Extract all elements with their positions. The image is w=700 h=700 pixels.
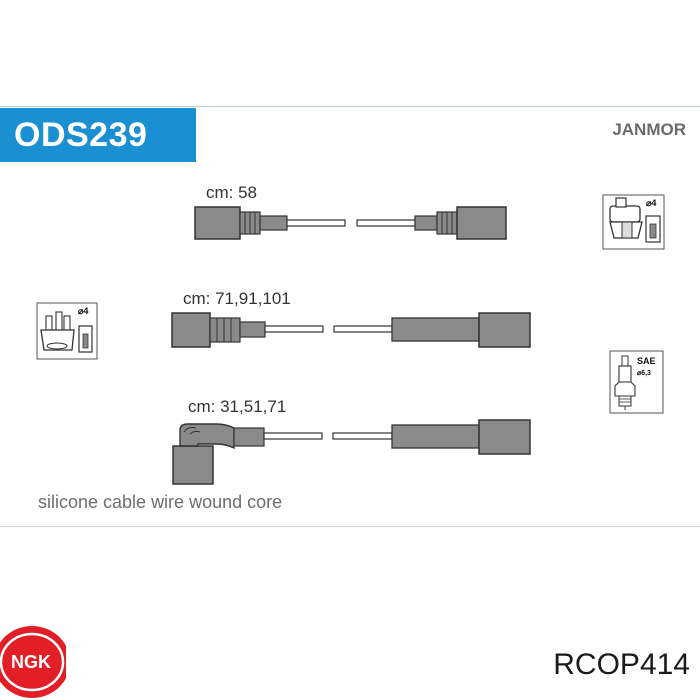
lead-1-length: cm: 58 bbox=[206, 183, 258, 202]
brand-name: JANMOR bbox=[612, 120, 686, 139]
lead-2-cable-right bbox=[333, 325, 393, 333]
lead-2-ferrule-left bbox=[239, 321, 266, 338]
lead-3-elbow bbox=[179, 423, 235, 450]
lead-2-boot-left bbox=[171, 312, 211, 348]
coil-icon-label: ⌀4 bbox=[646, 198, 656, 208]
lead-1-drawing bbox=[194, 206, 507, 240]
ngk-logo-text: NGK bbox=[11, 652, 51, 672]
top-divider bbox=[0, 106, 700, 107]
lead-3-cable-left bbox=[263, 432, 323, 440]
lead-2-length: cm: 71,91,101 bbox=[183, 289, 291, 308]
lead-2-boot-long bbox=[391, 317, 480, 342]
lead-1-boot-left bbox=[194, 206, 241, 240]
lead-3-cable-right bbox=[332, 432, 393, 440]
ignition-coil-icon: ⌀4 bbox=[602, 194, 665, 250]
lead-1-cable-left bbox=[286, 219, 346, 227]
product-code-badge: ODS239 bbox=[0, 108, 196, 162]
bottom-divider bbox=[0, 526, 700, 527]
lead-1-ferrule-left bbox=[259, 215, 288, 231]
lead-1-boot-right bbox=[456, 206, 507, 240]
lead-2-drawing bbox=[171, 312, 531, 348]
ngk-logo: NGK bbox=[0, 626, 66, 698]
spark-plug-type: SAE bbox=[637, 356, 656, 366]
lead-2-ribs-left bbox=[209, 317, 241, 343]
distributor-cap-icon: ⌀4 bbox=[36, 302, 98, 360]
lead-2-boot-right bbox=[478, 312, 531, 348]
distributor-icon-label: ⌀4 bbox=[78, 306, 88, 316]
product-description: silicone cable wire wound core bbox=[38, 492, 283, 512]
lead-1-ferrule-right bbox=[414, 215, 438, 231]
lead-3-boot-right bbox=[478, 419, 531, 455]
lead-3-length: cm: 31,51,71 bbox=[188, 397, 287, 416]
lead-1-cable-right bbox=[356, 219, 416, 227]
lead-3-angled-boot bbox=[172, 445, 214, 485]
spark-plug-icon: SAE ⌀6,3 bbox=[609, 350, 664, 414]
part-number: RCOP414 bbox=[553, 648, 690, 681]
lead-3-sleeve bbox=[233, 427, 265, 447]
spark-plug-size: ⌀6,3 bbox=[637, 370, 651, 377]
lead-3-boot-long bbox=[391, 424, 480, 449]
lead-2-cable-left bbox=[264, 325, 324, 333]
lead-3-drawing bbox=[172, 419, 531, 485]
